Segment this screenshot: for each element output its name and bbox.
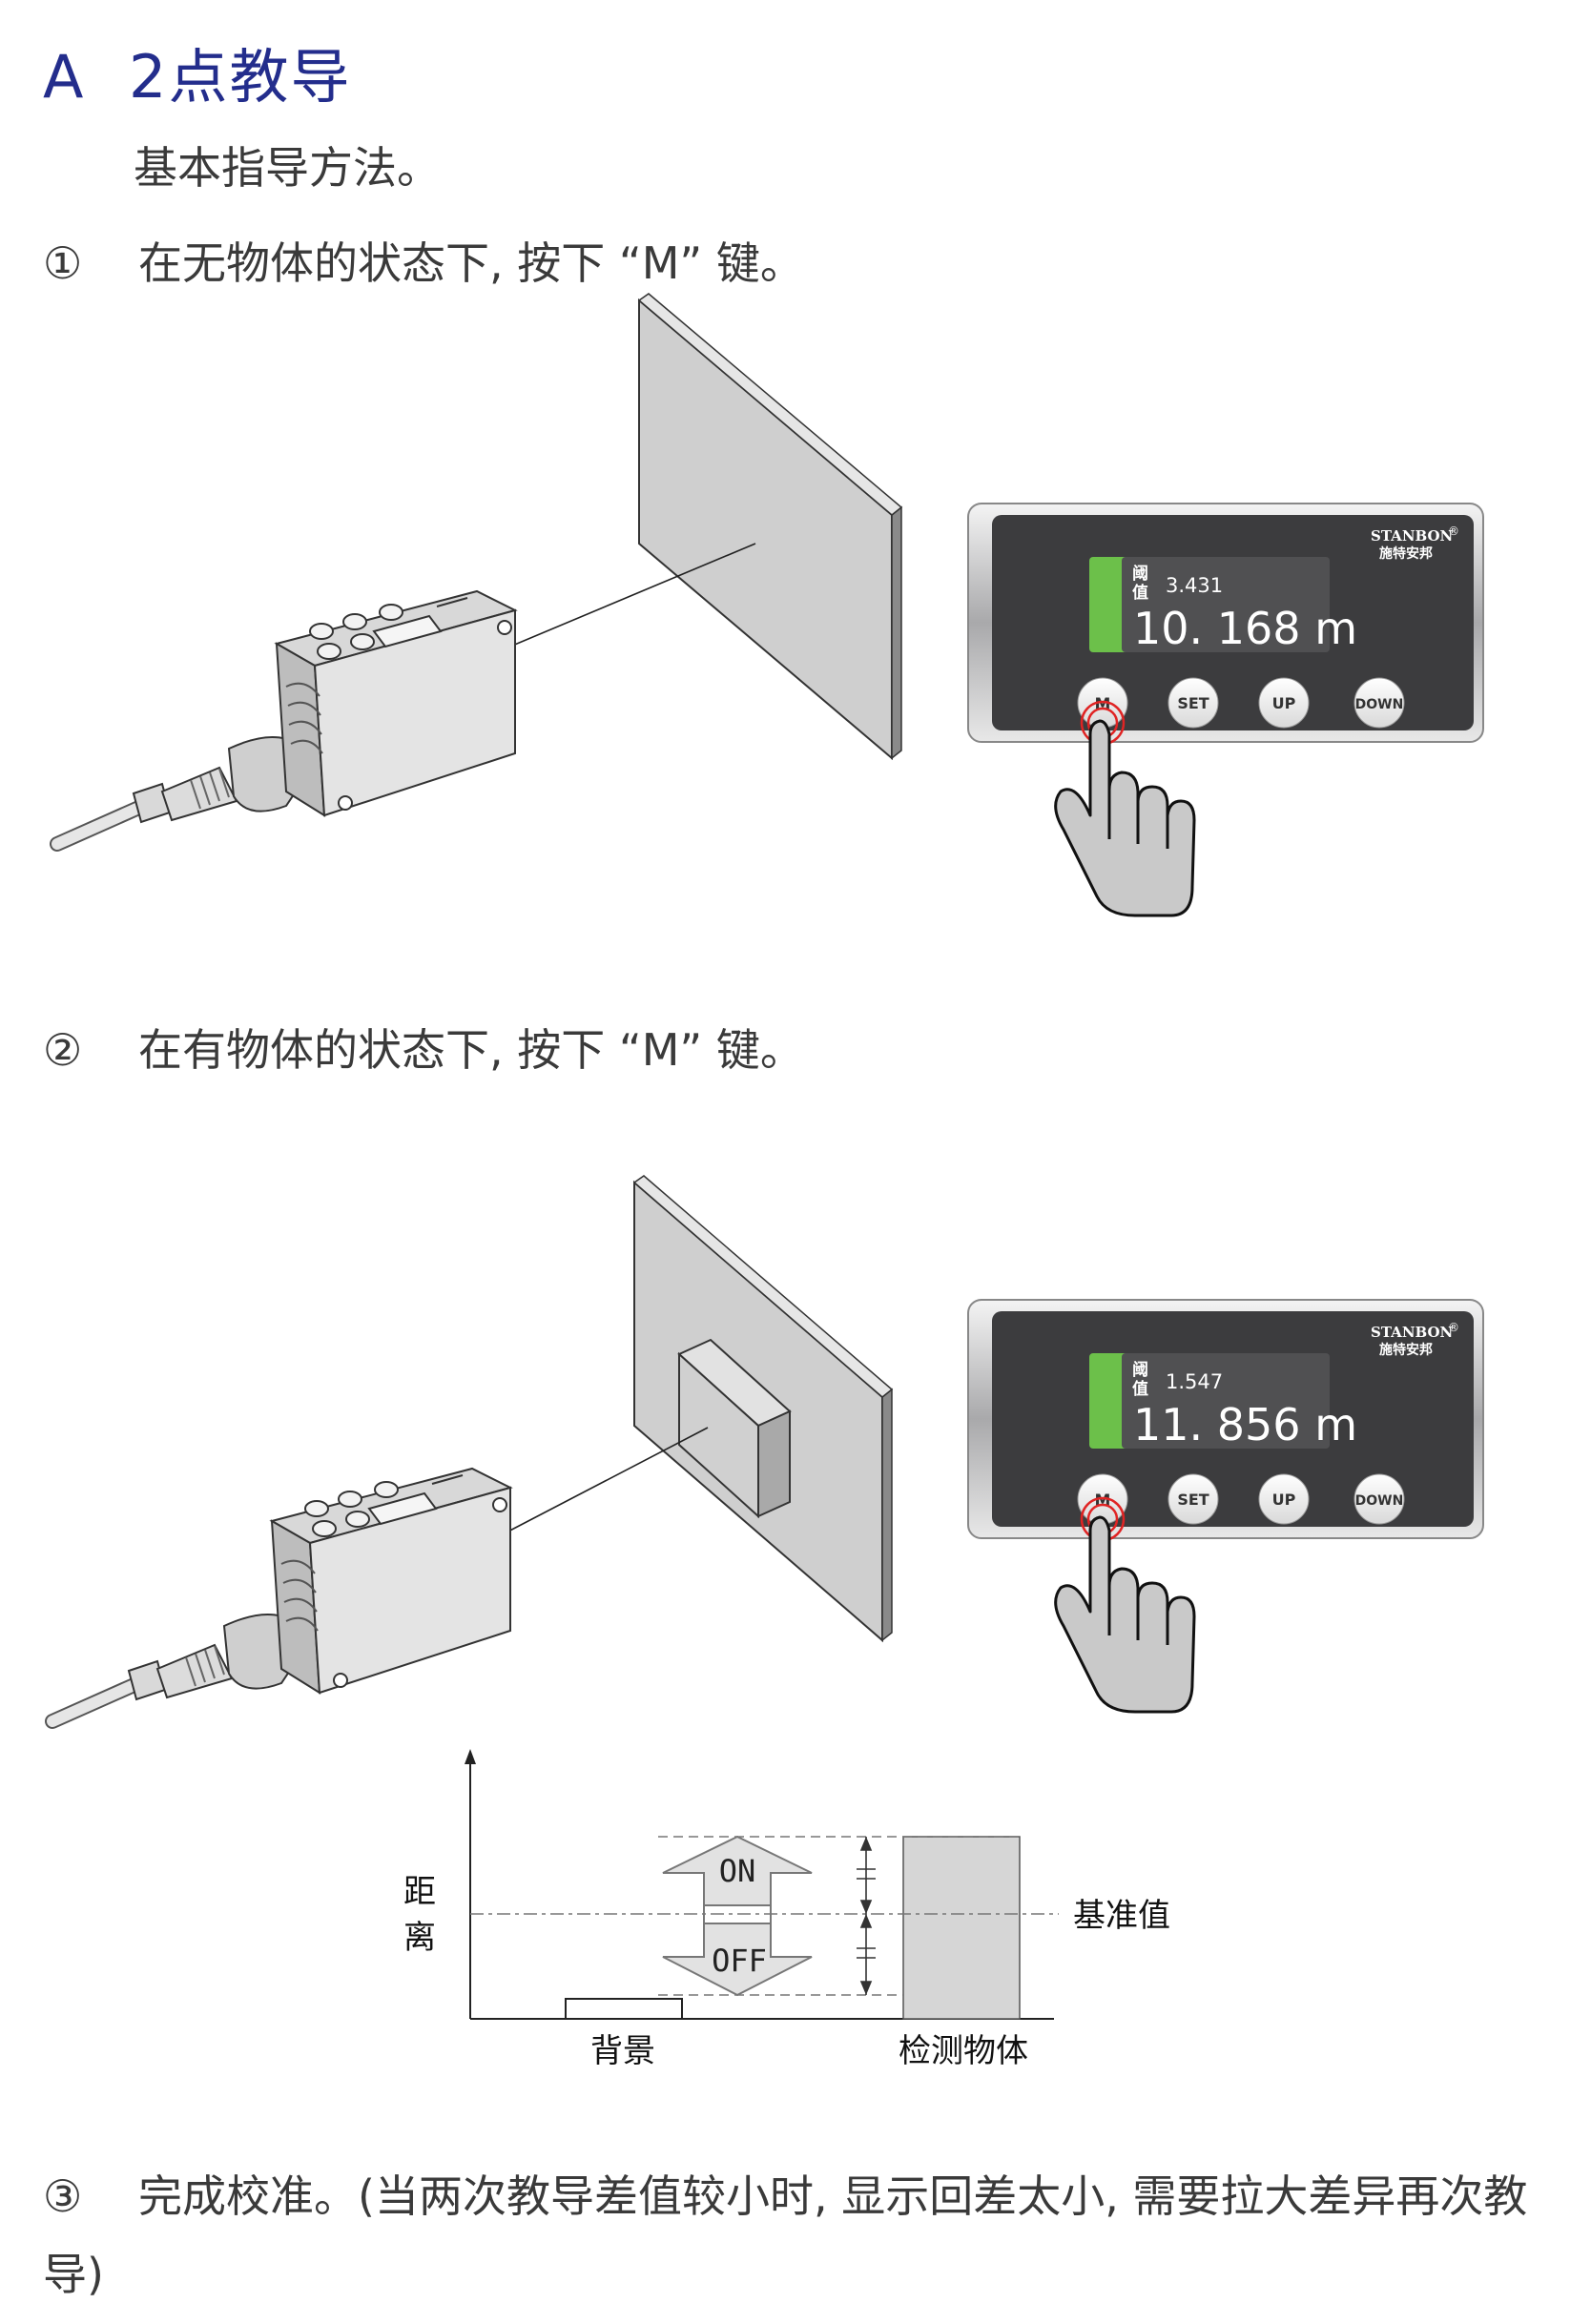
dimension-marks: [857, 1836, 876, 1996]
threshold-label-top-1: 阈: [1132, 564, 1148, 584]
brand-name-1: STANBON: [1371, 527, 1454, 545]
display-screen-2: [1122, 1353, 1330, 1449]
subtitle: 基本指导方法。: [134, 142, 441, 194]
up-button-1[interactable]: [1258, 677, 1310, 729]
set-button-2[interactable]: [1167, 1473, 1219, 1525]
pointing-hand-icon-1: [1054, 700, 1196, 917]
background-level: [470, 1998, 683, 2020]
step-1-number: ①: [43, 237, 83, 289]
step-3-text: 完成校准。(当两次教导差值较小时, 显示回差太小, 需要拉大差异再次教导): [43, 2170, 1528, 2300]
detected-object: [677, 1338, 792, 1519]
threshold-label-bottom-1: 值: [1132, 583, 1148, 603]
figure-1: STANBON ® 施特安邦 阈 值 3.431 10. 168 m M SET…: [50, 293, 1484, 917]
set-button-label-2: SET: [1177, 1491, 1209, 1509]
display-screen-1: [1122, 557, 1330, 652]
m-button-label-2: M: [1095, 1491, 1111, 1511]
distance-reading-1: 10. 168 m: [1133, 603, 1357, 654]
laser-sensor-1: [50, 589, 518, 852]
brand-mark-2: ®: [1448, 1321, 1459, 1334]
down-button-1[interactable]: [1353, 677, 1405, 729]
threshold-value-2: 1.547: [1166, 1370, 1223, 1393]
pointing-hand-icon-2: [1054, 1496, 1196, 1714]
step-2-text: 在有物体的状态下, 按下 “M” 键。: [138, 1024, 804, 1076]
laser-beam-2: [500, 1427, 709, 1536]
y-axis-arrow-icon: [465, 1749, 476, 1764]
laser-sensor-2: [45, 1467, 513, 1729]
down-button-2[interactable]: [1353, 1473, 1405, 1525]
y-label-bottom: 离: [403, 1919, 436, 1957]
m-button-label-1: M: [1095, 695, 1111, 714]
up-button-label-1: UP: [1272, 694, 1296, 712]
section-letter: A: [43, 42, 86, 112]
step-1: ① 在无物体的状态下, 按下 “M” 键。: [43, 229, 804, 292]
control-panel-1: STANBON ® 施特安邦 阈 值 3.431 10. 168 m M SET…: [967, 503, 1484, 743]
set-button-label-1: SET: [1177, 694, 1209, 712]
step-2-number: ②: [43, 1024, 83, 1076]
threshold-value-1: 3.431: [1166, 574, 1223, 597]
target-plate-1: [637, 293, 903, 761]
on-off-double-arrow-icon: [662, 1835, 813, 1997]
reference-value-label: 基准值: [1073, 1897, 1170, 1935]
x-label-object: 检测物体: [899, 2032, 1028, 2070]
distance-reading-2: 11. 856 m: [1133, 1399, 1357, 1450]
brand-chinese-1: 施特安邦: [1379, 545, 1433, 562]
section-title-text: 2点教导: [129, 42, 352, 112]
down-button-label-2: DOWN: [1355, 1493, 1404, 1509]
brand-chinese-2: 施特安邦: [1379, 1342, 1433, 1358]
brand-name-2: STANBON: [1371, 1324, 1454, 1341]
on-label: ON: [719, 1853, 756, 1889]
threshold-label-top-2: 阈: [1132, 1360, 1148, 1380]
up-button-2[interactable]: [1258, 1473, 1310, 1525]
x-label-background: 背景: [590, 2032, 655, 2070]
y-label-top: 距: [403, 1873, 436, 1911]
figure-2: STANBON ® 施特安邦 阈 值 1.547 11. 856 m M SET…: [45, 1175, 1484, 1729]
down-button-label-1: DOWN: [1355, 697, 1404, 712]
up-button-label-2: UP: [1272, 1491, 1296, 1509]
step-3-number: ③: [43, 2170, 83, 2222]
step-1-text: 在无物体的状态下, 按下 “M” 键。: [138, 237, 804, 289]
brand-mark-1: ®: [1448, 524, 1459, 538]
set-button-1[interactable]: [1167, 677, 1219, 729]
step-2: ② 在有物体的状态下, 按下 “M” 键。: [43, 1016, 804, 1079]
threshold-label-bottom-2: 值: [1132, 1379, 1148, 1399]
object-level-bar: [902, 1836, 1021, 2020]
section-title: A 2点教导: [43, 29, 351, 114]
off-label: OFF: [712, 1943, 767, 1979]
laser-beam-1: [505, 543, 756, 649]
threshold-diagram: ON OFF 距 离 基准值 背景 检测物体: [403, 1749, 1170, 2070]
control-panel-2: STANBON ® 施特安邦 阈 值 1.547 11. 856 m M SET…: [967, 1299, 1484, 1539]
